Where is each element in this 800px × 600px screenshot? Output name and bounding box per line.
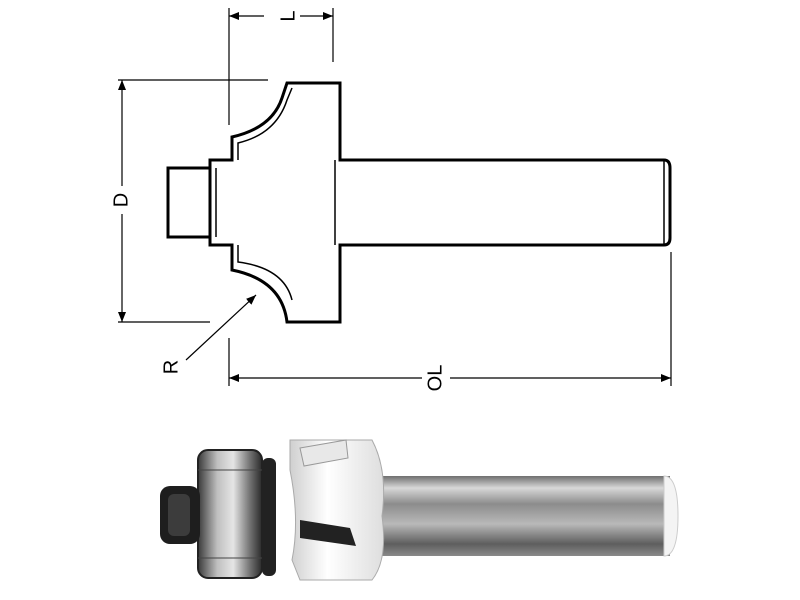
profile-inner-lines <box>215 87 665 301</box>
dimension-l <box>228 8 334 125</box>
cutter-profile <box>208 81 672 324</box>
bearing-outline <box>166 166 212 239</box>
dimension-d <box>118 79 268 323</box>
carbide-tip <box>300 520 356 546</box>
technical-drawing <box>118 8 672 386</box>
cutter-body <box>289 439 385 581</box>
radius-leader <box>185 294 257 361</box>
shank-end <box>663 475 679 557</box>
bearing <box>197 449 263 579</box>
label-l: L <box>277 10 299 21</box>
router-bit-photo <box>160 439 679 581</box>
carbide-tip-top <box>299 439 349 467</box>
label-r: R <box>160 360 182 374</box>
dimension-ol <box>228 252 672 386</box>
shank <box>370 476 670 556</box>
washer <box>262 458 276 576</box>
label-ol: OL <box>424 365 446 392</box>
label-d: D <box>110 193 132 207</box>
